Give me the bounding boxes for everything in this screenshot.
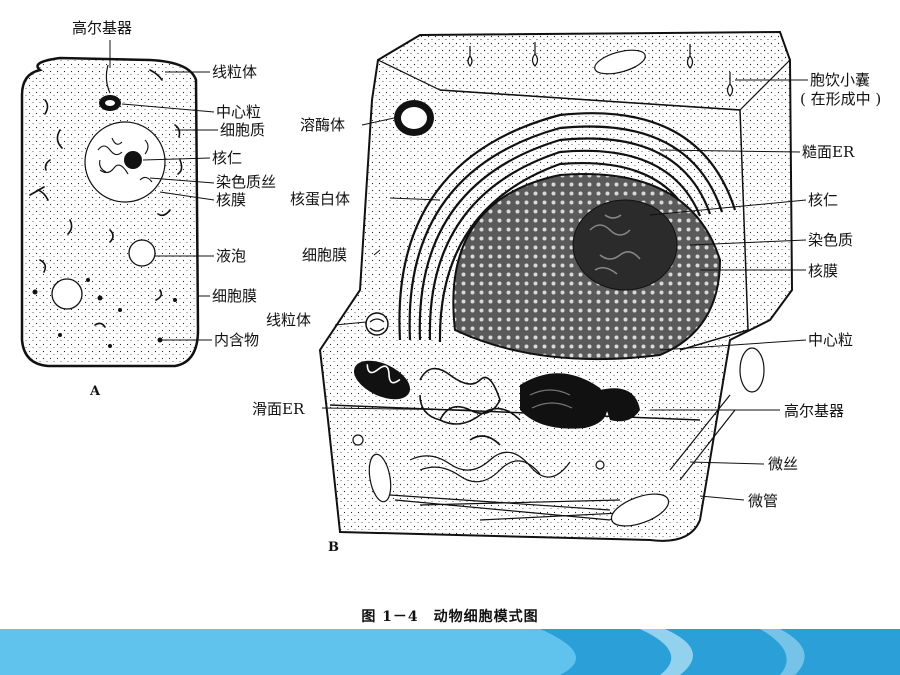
label-b-nuclear-membrane: 核膜 <box>808 262 839 280</box>
label-b-ribosome: 核蛋白体 <box>290 190 351 208</box>
label-b-lysosome: 溶酶体 <box>300 116 346 134</box>
label-b-centriole: 中心粒 <box>808 331 854 349</box>
cell-b <box>318 30 808 542</box>
panel-b-tag: B <box>328 540 339 555</box>
label-b-microfilament: 微丝 <box>768 455 799 473</box>
cell-b-cytoskeleton <box>389 394 736 521</box>
label-b-rough-er: 糙面ER <box>802 143 855 161</box>
cell-a-vacuole <box>128 239 156 267</box>
cell-b-rough-er <box>398 112 737 343</box>
label-b-pinocytotic-vesicle: 胞饮小囊 <box>810 71 871 89</box>
cell-a-nucleus <box>84 121 166 203</box>
label-b-mitochondria: 线粒体 <box>266 311 312 329</box>
label-a-nucleolus: 核仁 <box>212 149 243 167</box>
cell-a <box>20 40 218 368</box>
label-a-cell-membrane: 细胞膜 <box>212 287 258 305</box>
label-b-microtubule: 微管 <box>748 492 779 510</box>
cell-b-mitochondria <box>353 312 411 400</box>
label-a-centriole: 中心粒 <box>216 103 262 121</box>
label-b-golgi: 高尔基器 <box>784 402 845 420</box>
label-a-chromatin: 染色质丝 <box>216 173 277 191</box>
cell-b-nucleus <box>452 173 722 361</box>
panel-a-tag: A <box>90 384 101 399</box>
label-a-mitochondria: 线粒体 <box>212 63 258 81</box>
label-b-pinocytotic-vesicle-note: ( 在形成中 ) <box>800 90 882 108</box>
figure-caption: 图 1－4 动物细胞模式图 <box>361 609 539 625</box>
footer-band <box>0 629 900 675</box>
cell-b-golgi <box>520 373 640 429</box>
label-a-nuclear-membrane: 核膜 <box>216 191 247 209</box>
label-b-nucleolus: 核仁 <box>808 191 839 209</box>
label-a-vacuole: 液泡 <box>216 247 247 265</box>
label-b-chromatin: 染色质 <box>808 231 854 249</box>
label-b-smooth-er: 滑面ER <box>252 400 305 418</box>
cell-a-golgi <box>99 64 121 111</box>
cell-b-lysosome <box>394 100 434 136</box>
label-a-golgi: 高尔基器 <box>72 19 133 37</box>
label-a-inclusion: 内含物 <box>214 331 260 349</box>
label-b-cell-membrane: 细胞膜 <box>302 246 348 264</box>
label-a-cytoplasm: 细胞质 <box>220 121 266 139</box>
cell-a-vacuole-large <box>51 278 83 310</box>
